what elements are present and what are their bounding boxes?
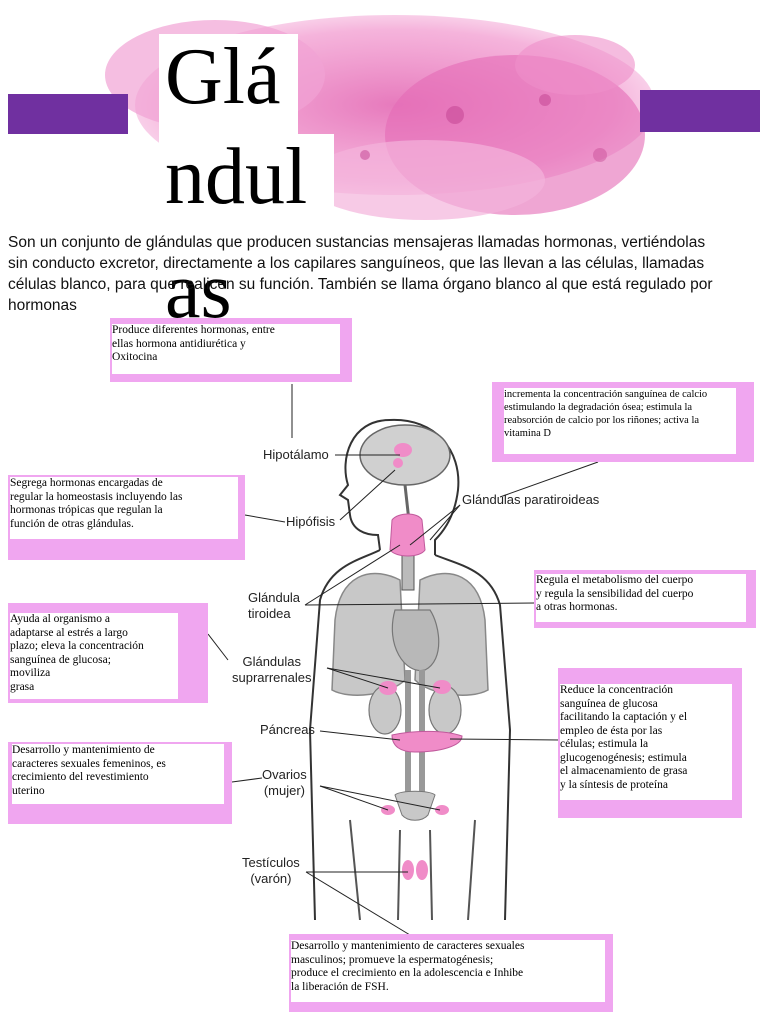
- note-pancreas-text: Reduce la concentración sanguínea de glu…: [560, 684, 732, 800]
- label-ovarios: Ovarios (mujer): [262, 767, 307, 798]
- note-pancreas: Reduce la concentración sanguínea de glu…: [558, 668, 742, 818]
- label-suprarrenales: Glándulas suprarrenales: [232, 654, 312, 685]
- note-testiculos: Desarrollo y mantenimiento de caracteres…: [289, 934, 613, 1012]
- note-hipofisis-text: Segrega hormonas encargadas de regular l…: [10, 477, 238, 539]
- right-accent-bar: [640, 90, 760, 132]
- note-paratiroideas-text: incrementa la concentración sanguínea de…: [504, 388, 736, 454]
- note-tiroidea: Regula el metabolismo del cuerpo y regul…: [534, 570, 756, 628]
- note-suprarrenales-text: Ayuda al organismo a adaptarse al estrés…: [10, 613, 178, 699]
- note-ovarios: Desarrollo y mantenimiento de caracteres…: [8, 742, 232, 824]
- title-line-2: ndul: [159, 134, 334, 222]
- note-hipotalamo-text: Produce diferentes hormonas, entre ellas…: [112, 324, 340, 374]
- label-tiroidea: Glándula tiroidea: [248, 590, 301, 621]
- label-testiculos: Testículos (varón): [242, 855, 300, 886]
- note-suprarrenales: Ayuda al organismo a adaptarse al estrés…: [8, 603, 208, 703]
- left-accent-bar: [8, 94, 128, 134]
- note-hipotalamo: Produce diferentes hormonas, entre ellas…: [110, 318, 352, 382]
- label-pancreas: Páncreas: [260, 722, 315, 737]
- note-tiroidea-text: Regula el metabolismo del cuerpo y regul…: [536, 574, 746, 622]
- label-hipofisis: Hipófisis: [286, 514, 336, 529]
- intro-paragraph: Son un conjunto de glándulas que produce…: [8, 234, 713, 314]
- note-paratiroideas: incrementa la concentración sanguínea de…: [492, 382, 754, 462]
- label-paratiroideas: Glándulas paratiroideas: [462, 492, 600, 507]
- note-ovarios-text: Desarrollo y mantenimiento de caracteres…: [12, 744, 224, 804]
- label-hipotalamo: Hipotálamo: [263, 447, 329, 462]
- note-hipofisis: Segrega hormonas encargadas de regular l…: [8, 475, 245, 560]
- title-line-1: Glá: [159, 34, 298, 134]
- note-testiculos-text: Desarrollo y mantenimiento de caracteres…: [291, 940, 605, 1002]
